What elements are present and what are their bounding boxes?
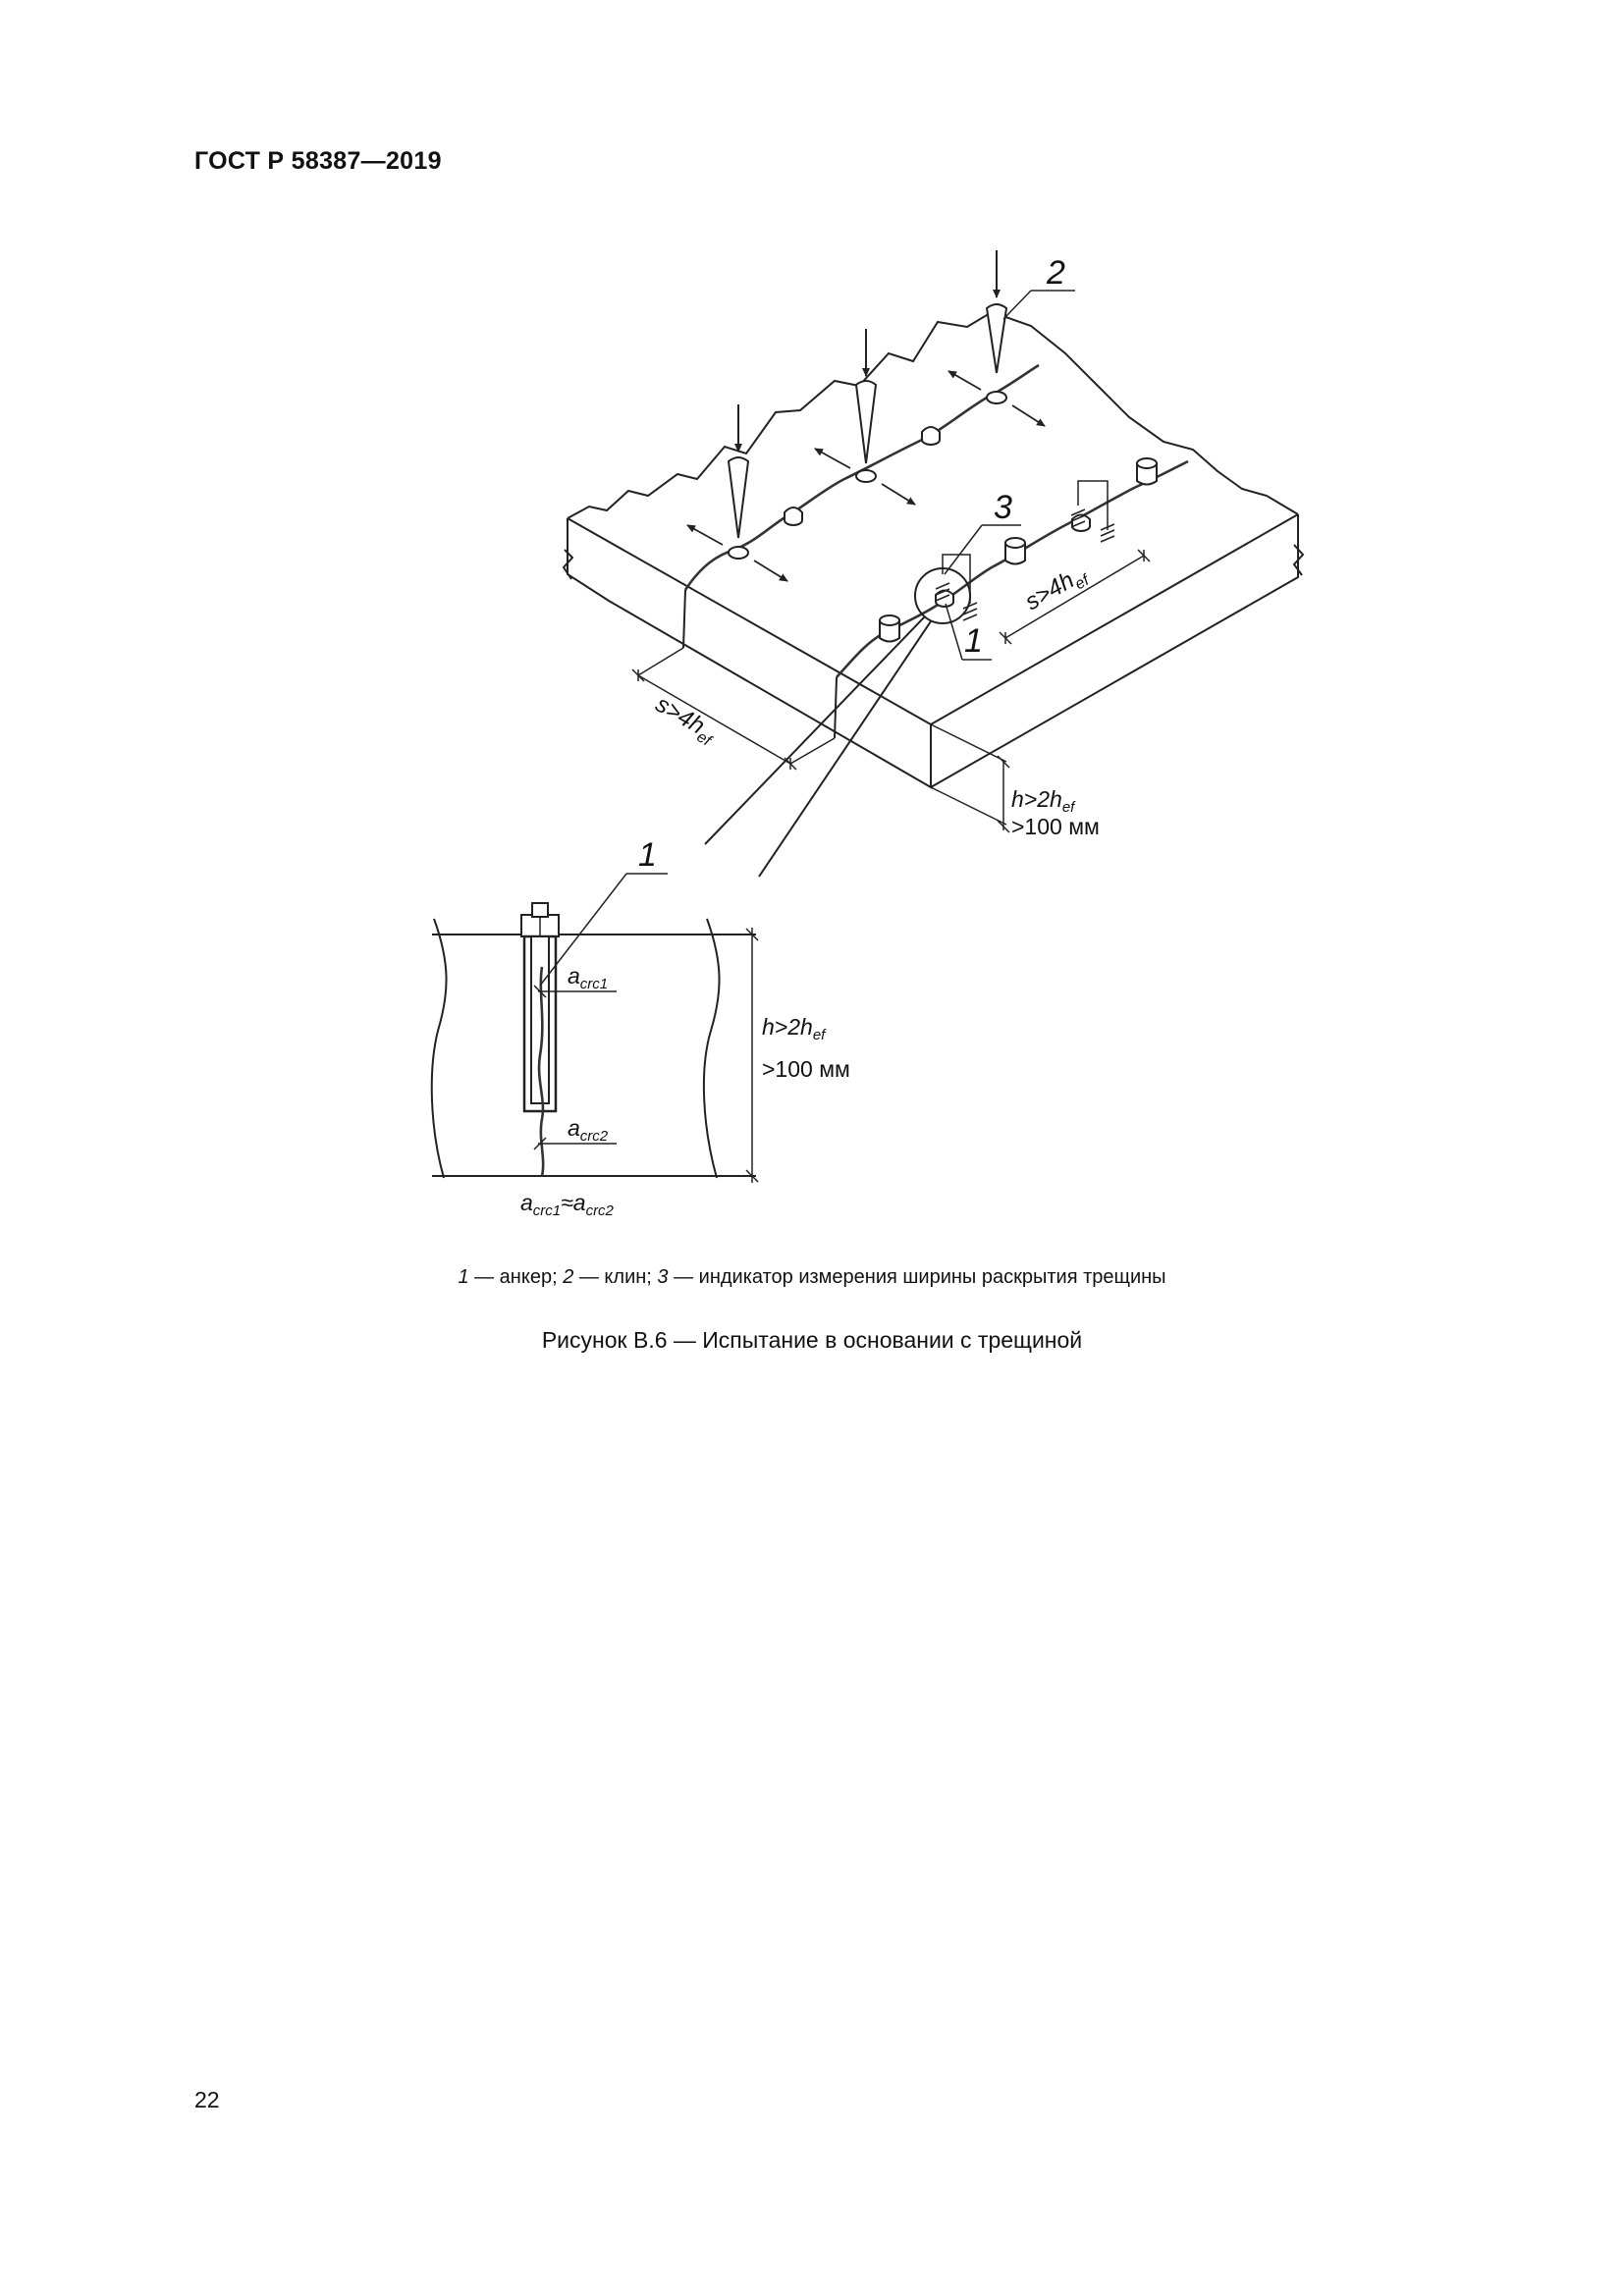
test-anchors <box>879 457 1158 643</box>
crack-width-1-label: acrc1 <box>568 963 608 992</box>
anchor-nut-icon <box>784 507 803 526</box>
detail-callout-label: 1 <box>638 836 657 874</box>
dimension-spacing-right: s>4hef <box>999 549 1151 645</box>
callout-indicator-label: 3 <box>994 489 1012 526</box>
indicator-gauge-icon <box>935 554 978 621</box>
dimension-spacing-left: s>4hef <box>631 647 836 771</box>
concrete-slab <box>562 310 1305 789</box>
figure-caption: Рисунок В.6 — Испытание в основании с тр… <box>541 1327 1083 1353</box>
anchor-rod <box>530 935 550 1104</box>
callout-anchor-label: 1 <box>964 622 983 660</box>
wedge-icon <box>854 329 878 464</box>
tested-anchor-icon <box>935 589 954 608</box>
slab-depth-label: h>2hef <box>1011 786 1076 816</box>
callout-wedge-label: 2 <box>1046 254 1065 292</box>
anchor-cylinder-icon <box>1136 457 1158 486</box>
callout-anchor: 1 <box>945 603 992 661</box>
crack-lines <box>683 363 1189 678</box>
slab-depth-min-label: >100 мм <box>1011 814 1100 839</box>
callout-wedge: 2 <box>1002 254 1075 320</box>
crack-width-2-label: acrc2 <box>568 1115 609 1145</box>
anchor-cylinder-icon <box>879 614 900 643</box>
callout-indicator: 3 <box>944 489 1021 575</box>
wedges <box>727 250 1008 539</box>
detail-section: acrc1 acrc2 1 h>2hef >100 мм acrc1≈acrc2 <box>430 836 850 1219</box>
figure-b6: 2 3 1 s>4hef s>4hef h>2hef >100 мм <box>430 250 1305 1219</box>
crack-equality-label: acrc1≈acrc2 <box>520 1190 615 1219</box>
anchor-nut-icon <box>1071 513 1091 532</box>
detail-circle <box>914 567 971 624</box>
wedge-icon <box>727 404 750 539</box>
figure-drawing: 2 3 1 s>4hef s>4hef h>2hef >100 мм <box>430 250 1305 1219</box>
wedge-holes <box>686 370 1046 582</box>
crack-indicators <box>935 480 1115 621</box>
anchor-nuts <box>784 426 941 526</box>
dimension-slab-depth: h>2hef >100 мм <box>930 723 1100 839</box>
anchor-nut-icon <box>921 426 941 446</box>
figure-legend: 1 — анкер; 2 — клин; 3 — индикатор измер… <box>458 1266 1166 1288</box>
detail-depth-label: h>2hef <box>762 1014 827 1043</box>
wedge-icon <box>985 250 1008 374</box>
spacing-right-label: s>4hef <box>1021 560 1094 619</box>
detail-depth-min-label: >100 мм <box>762 1056 850 1082</box>
page-number: 22 <box>194 2087 220 2112</box>
spacing-left-label: s>4hef <box>649 691 722 751</box>
indicator-gauge-icon <box>1070 480 1115 543</box>
anchor-cylinder-icon <box>1004 537 1026 565</box>
document-code: ГОСТ Р 58387—2019 <box>194 147 442 175</box>
